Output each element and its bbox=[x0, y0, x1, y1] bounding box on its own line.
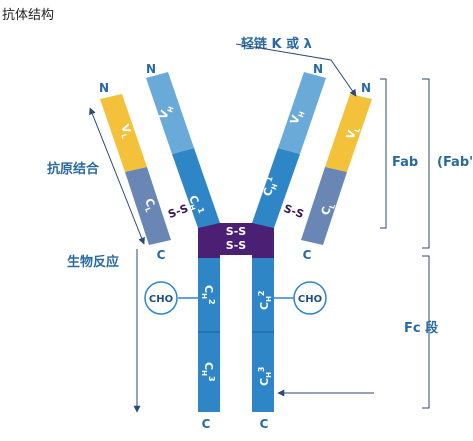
right-cl-label: CL bbox=[319, 200, 338, 217]
hinge-disulfide-bottom: S-S bbox=[226, 239, 246, 252]
fab-prime-bracket bbox=[422, 78, 430, 249]
left-ch1-domain bbox=[172, 148, 220, 228]
left-cho-circle bbox=[144, 281, 178, 315]
fc-bracket bbox=[422, 255, 430, 409]
right-cho-label: CHO bbox=[298, 294, 322, 305]
left-interchain-disulfide: S-S bbox=[166, 202, 190, 221]
left-light-c-terminus: C bbox=[157, 248, 166, 262]
right-hinge bbox=[252, 223, 274, 258]
right-heavy-chain-fc bbox=[252, 255, 274, 412]
right-heavy-c-terminus: C bbox=[260, 417, 269, 431]
right-heavy-n-terminus: N bbox=[313, 62, 323, 76]
right-vh-domain bbox=[278, 72, 326, 154]
right-light-c-terminus: C bbox=[303, 248, 312, 262]
left-heavy-c-terminus: C bbox=[202, 417, 211, 431]
biological-response-label: 生物反应 bbox=[67, 254, 119, 270]
antigen-binding-label: 抗原结合 bbox=[47, 161, 100, 177]
fab-prime-label: (Fab')2 bbox=[437, 155, 473, 172]
left-ch2-label: CH2 bbox=[200, 285, 216, 305]
right-cho-circle bbox=[293, 281, 327, 315]
left-heavy-chain-fc bbox=[198, 255, 220, 412]
light-chain-label: 轻链 K 或 λ bbox=[241, 36, 312, 52]
left-hinge bbox=[198, 223, 220, 258]
right-ch2-label: CH2 bbox=[257, 290, 273, 310]
hinge-bridge bbox=[218, 223, 254, 255]
right-ch3-label: CH3 bbox=[257, 366, 273, 386]
right-interchain-disulfide: S-S bbox=[282, 202, 306, 221]
left-heavy-n-terminus: N bbox=[146, 62, 156, 76]
right-cl-domain bbox=[301, 167, 347, 245]
hinge-disulfide-top: S-S bbox=[226, 225, 246, 238]
left-fab-arm bbox=[100, 72, 220, 245]
right-vh-label: VH bbox=[288, 108, 307, 127]
right-fab-arm bbox=[252, 72, 372, 245]
left-light-n-terminus: N bbox=[99, 81, 109, 95]
left-cho-label: CHO bbox=[149, 294, 173, 305]
left-vh-label: VH bbox=[157, 103, 176, 122]
fc-label: Fc 段 bbox=[404, 320, 438, 336]
antigen-binding-arrow bbox=[89, 107, 145, 245]
right-vl-label: VL bbox=[344, 124, 363, 142]
left-vh-domain bbox=[146, 72, 194, 154]
light-chain-arrow bbox=[235, 43, 357, 97]
right-ch1-domain bbox=[252, 148, 300, 228]
left-ch3-label: CH3 bbox=[200, 362, 216, 382]
fab-bracket bbox=[380, 78, 387, 229]
right-ch1-label: CH1 bbox=[260, 175, 282, 199]
fab-label: Fab bbox=[392, 155, 418, 170]
right-light-n-terminus: N bbox=[361, 81, 371, 95]
right-vl-domain bbox=[325, 94, 372, 172]
page-title: 抗体结构 bbox=[2, 8, 55, 23]
